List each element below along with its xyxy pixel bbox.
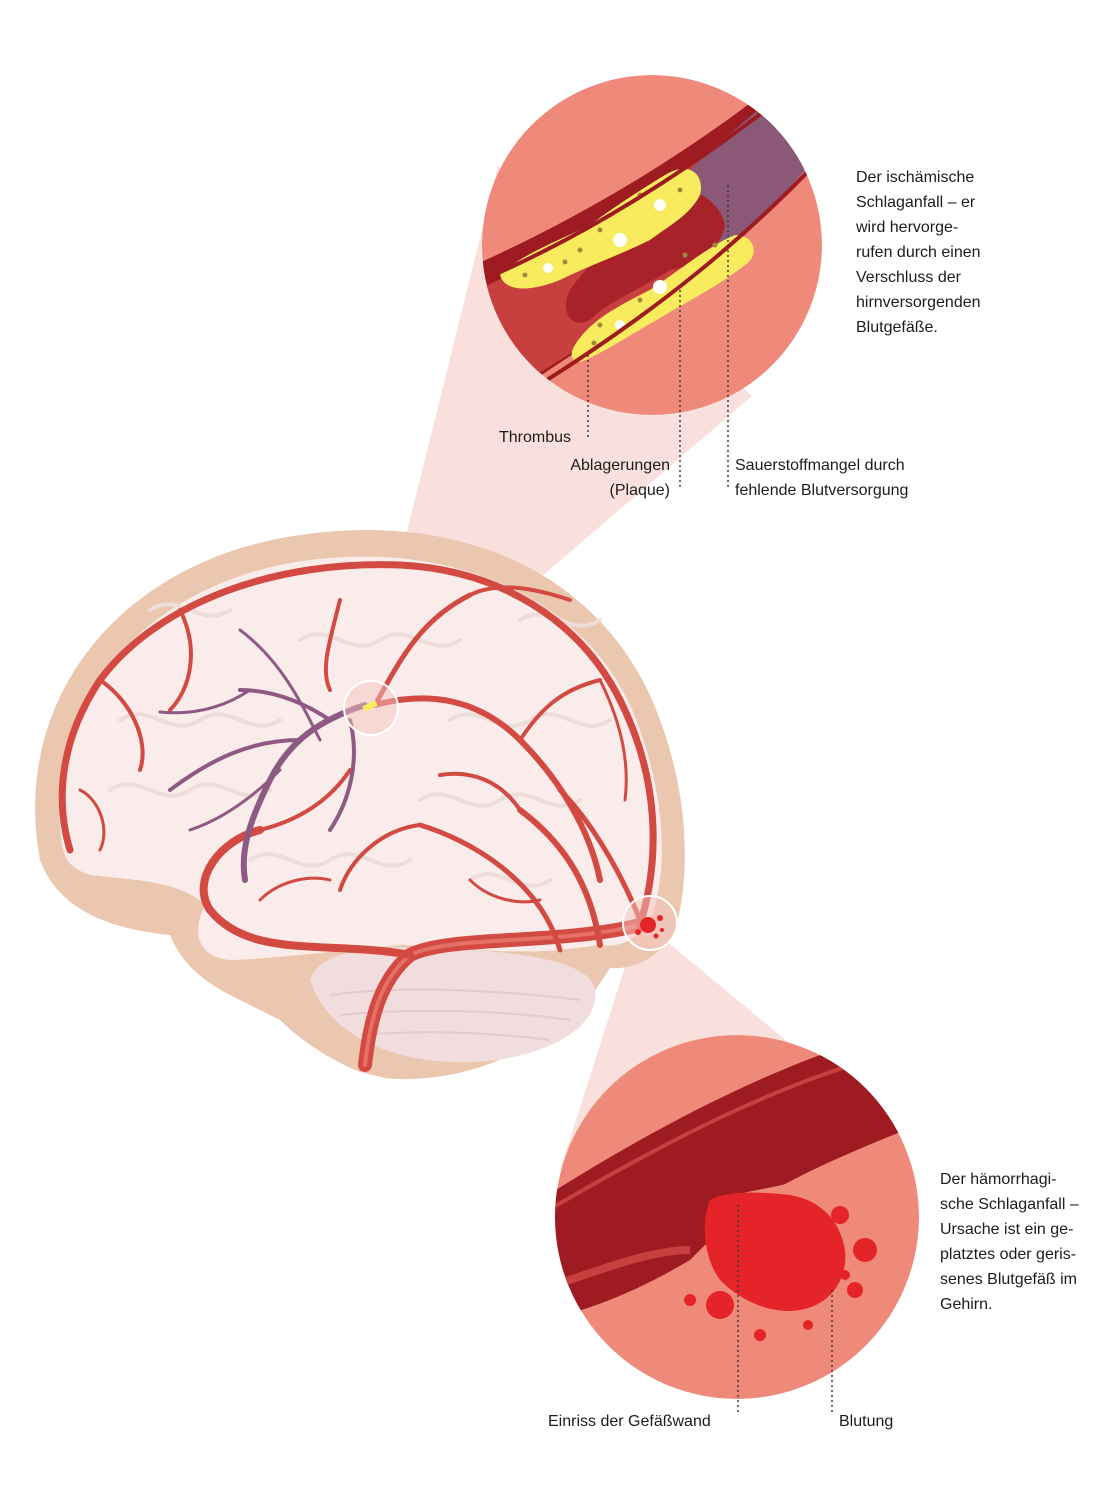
ischemic-line-6: hirnversorgenden: [856, 294, 981, 311]
label-oxygen-deficiency: Sauerstoffmangel durch fehlende Blutvers…: [735, 453, 908, 503]
brain-body: [59, 556, 662, 960]
ischemic-line-5: Verschluss der: [856, 269, 961, 286]
label-oxygen-line-2: fehlende Blutversorgung: [735, 482, 909, 499]
hemorrhagic-pointers: [737, 1205, 833, 1412]
ischemic-line-7: Blutgefäße.: [856, 319, 938, 336]
gyri: [108, 602, 612, 888]
ischemic-line-2: Schlaganfall – er: [856, 194, 976, 211]
ischemic-zoom-circle: [482, 75, 822, 415]
brain-illustration: [35, 530, 685, 1080]
label-bleeding: Blutung: [839, 1413, 894, 1430]
ischemic-line-4: rufen durch einen: [856, 244, 981, 261]
hemorrhagic-line-5: senes Blutgefäß im: [940, 1271, 1077, 1288]
hemorrhagic-line-3: Ursache ist ein ge-: [940, 1221, 1074, 1238]
label-thrombus: Thrombus: [499, 429, 572, 446]
label-oxygen-line-1: Sauerstoffmangel durch: [735, 457, 905, 474]
label-plaque-line-1: Ablagerungen: [570, 457, 670, 474]
hemorrhagic-description: Der hämorrhagi- sche Schlaganfall – Ursa…: [940, 1167, 1079, 1317]
hemorrhagic-line-2: sche Schlaganfall –: [940, 1196, 1079, 1213]
hemorrhage-splash: [684, 1192, 877, 1341]
hemorrhagic-line-6: Gehirn.: [940, 1296, 993, 1313]
ischemic-pointers: [587, 185, 729, 490]
label-plaque: Ablagerungen (Plaque): [520, 453, 670, 503]
veins: [158, 628, 368, 883]
ischemic-line-3: wird hervorge-: [856, 219, 959, 236]
label-vessel-tear: Einriss der Gefäßwand: [548, 1413, 711, 1430]
ischemic-line-1: Der ischämische: [856, 169, 975, 186]
cerebellum-lines: [329, 988, 581, 1041]
hemorrhage-marker-splash: [635, 915, 664, 939]
hemorrhagic-line-4: platztes oder geris-: [940, 1246, 1077, 1263]
ischemic-description: Der ischämische Schlaganfall – er wird h…: [856, 165, 981, 340]
hemorrhagic-line-1: Der hämorrhagi-: [940, 1171, 1057, 1188]
arteries: [58, 561, 657, 1072]
label-plaque-line-2: (Plaque): [609, 482, 670, 499]
